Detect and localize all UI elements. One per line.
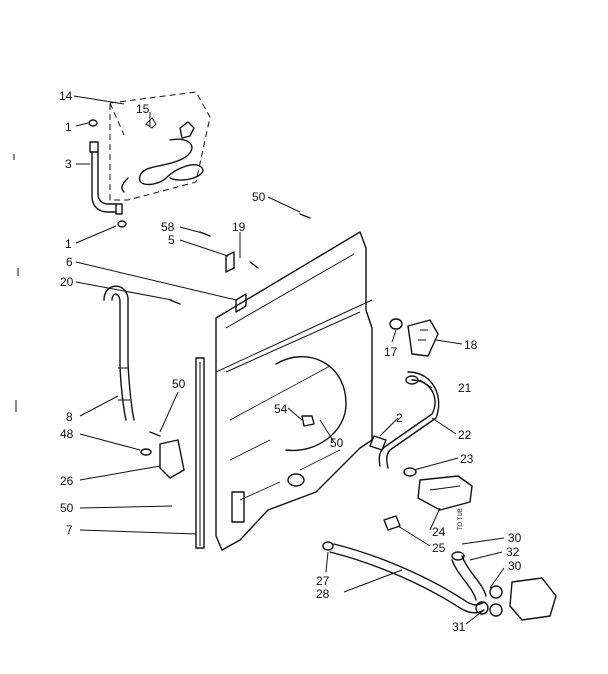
callout-14: 14 <box>59 89 73 103</box>
leader-lines <box>73 95 505 625</box>
callout-6: 6 <box>66 255 73 269</box>
callout-27: 27 <box>316 574 330 588</box>
callout-25: 25 <box>432 541 446 555</box>
callout-23: 23 <box>460 452 474 466</box>
callout-22: 22 <box>458 428 472 442</box>
callout-2: 2 <box>396 411 403 425</box>
callout-58: 58 <box>161 220 175 234</box>
callout-18: 18 <box>464 338 478 352</box>
frame-strip-part-7 <box>195 357 205 549</box>
callout-28: 28 <box>316 587 330 601</box>
drain-hose-part-8 <box>103 285 135 421</box>
callout-15: 15 <box>136 102 150 116</box>
rear-panel <box>215 231 373 551</box>
callout-20: 20 <box>60 275 74 289</box>
pump-housing <box>475 577 557 621</box>
callout-30: 30 <box>508 559 522 573</box>
scan-marks <box>13 154 19 412</box>
callout-31: 31 <box>452 620 466 634</box>
power-cord <box>121 117 204 193</box>
callout-50: 50 <box>60 501 74 515</box>
kit-14-enclosure <box>109 91 211 201</box>
callout-8: 8 <box>66 410 73 424</box>
callout-54: 54 <box>274 402 288 416</box>
callout-26: 26 <box>60 474 74 488</box>
callout-50: 50 <box>172 377 186 391</box>
callout-50: 50 <box>330 436 344 450</box>
bracket-part-26 <box>140 431 185 479</box>
callout-1: 1 <box>65 237 72 251</box>
callout-1: 1 <box>65 120 72 134</box>
callout-17: 17 <box>384 345 398 359</box>
pump-part-24 <box>403 467 473 511</box>
callout-50: 50 <box>252 190 266 204</box>
callout-3: 3 <box>65 157 72 171</box>
coupling-part-25 <box>383 515 401 531</box>
callout-19: 19 <box>232 220 246 234</box>
clamp-part-1-lower <box>117 220 127 228</box>
water-valve-part-18 <box>389 318 439 357</box>
callout-21: 21 <box>458 381 472 395</box>
callout-48: 48 <box>60 427 74 441</box>
clamp-part-1-upper <box>88 119 98 127</box>
coupling-part-2 <box>369 435 387 451</box>
callout-32: 32 <box>506 545 520 559</box>
callout-24: 24 <box>432 525 446 539</box>
hose-part-32 <box>451 551 487 601</box>
fill-hose-part-3 <box>89 141 123 215</box>
to-tub-label: TO TUB <box>458 508 464 530</box>
callout-30: 30 <box>508 531 522 545</box>
callout-5: 5 <box>168 233 175 247</box>
callout-7: 7 <box>66 523 73 537</box>
